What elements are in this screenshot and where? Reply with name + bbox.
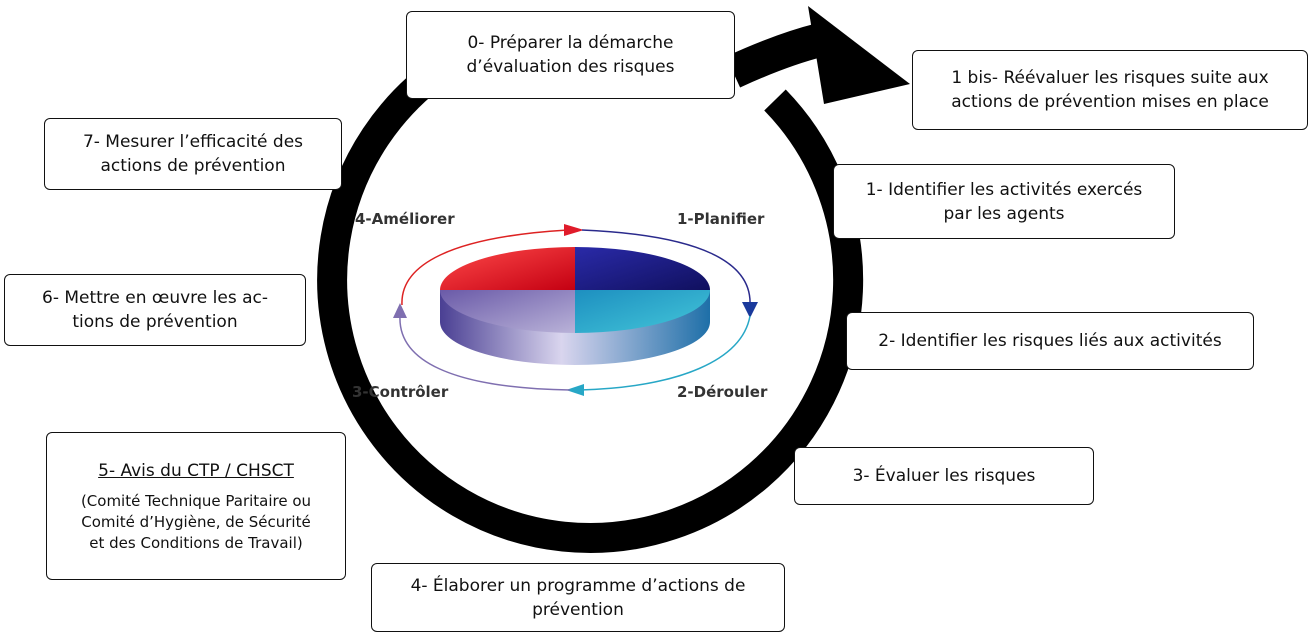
step-2-box: 2- Identifier les risques liés aux activ… [846, 312, 1254, 370]
step-1bis-line2: actions de prévention mises en place [951, 92, 1269, 112]
label-derouler: 2-Dérouler [677, 383, 768, 401]
orbit-red-arrow [564, 224, 584, 236]
step-6-line1: 6- Mettre en œuvre les ac- [42, 288, 268, 308]
arrow-head [808, 6, 910, 104]
arrow-shaft [725, 23, 825, 88]
step-3-box: 3- Évaluer les risques [794, 447, 1094, 505]
step-1bis-box: 1 bis- Réévaluer les risques suite aux a… [912, 50, 1308, 130]
orbit-navy [581, 229, 751, 306]
step-1-line2: par les agents [943, 203, 1065, 224]
step-6-box: 6- Mettre en œuvre les ac- tions de prév… [4, 274, 306, 346]
step-1-box: 1- Identifier les activités exercés par … [833, 164, 1175, 239]
orbit-lavender [399, 315, 571, 391]
orbit-navy-arrow [742, 302, 758, 318]
pie-navy [575, 247, 710, 290]
step-5-title: 5- Avis du CTP / CHSCT [98, 460, 294, 481]
pie-cyan [575, 290, 710, 333]
step-3-line1: 3- Évaluer les risques [852, 466, 1036, 486]
step-1-line1: 1- Identifier les activités exercés [865, 179, 1143, 200]
orbit-lavender-arrow [393, 303, 407, 318]
step-0-line2: d’évaluation des risques [466, 57, 675, 77]
orbit-cyan [579, 315, 751, 391]
label-planifier: 1-Planifier [677, 210, 765, 228]
label-ameliorer: 4-Améliorer [355, 210, 455, 228]
step-2-line1: 2- Identifier les risques liés aux activ… [878, 331, 1222, 351]
orbit-red [401, 229, 569, 306]
orbit-cyan-arrow [566, 384, 584, 396]
label-controler: 3-Contrôler [352, 383, 449, 401]
pie-lavender [440, 290, 575, 333]
step-7-line2: actions de prévention [100, 156, 286, 176]
cycle-ring [317, 53, 864, 553]
step-0-box: 0- Préparer la démarche d’évaluation des… [406, 11, 735, 99]
step-5-line1: (Comité Technique Paritaire ou [80, 491, 312, 510]
step-5-line2: Comité d’Hygiène, de Sécurité [81, 512, 311, 531]
step-4-line1: 4- Élaborer un programme d’actions de [410, 575, 746, 596]
step-5-line3: et des Conditions de Travail) [89, 533, 303, 552]
pie-red [440, 247, 575, 290]
step-1bis-line1: 1 bis- Réévaluer les risques suite aux [951, 68, 1269, 88]
step-7-box: 7- Mesurer l’efficacité des actions de p… [44, 118, 342, 190]
step-4-box: 4- Élaborer un programme d’actions de pr… [371, 563, 785, 632]
step-6-line2: tions de prévention [72, 312, 238, 332]
step-7-line1: 7- Mesurer l’efficacité des [82, 132, 304, 152]
step-0-line1: 0- Préparer la démarche [467, 33, 674, 53]
step-5-box: 5- Avis du CTP / CHSCT (Comité Technique… [46, 432, 346, 580]
step-4-line2: prévention [532, 599, 624, 620]
